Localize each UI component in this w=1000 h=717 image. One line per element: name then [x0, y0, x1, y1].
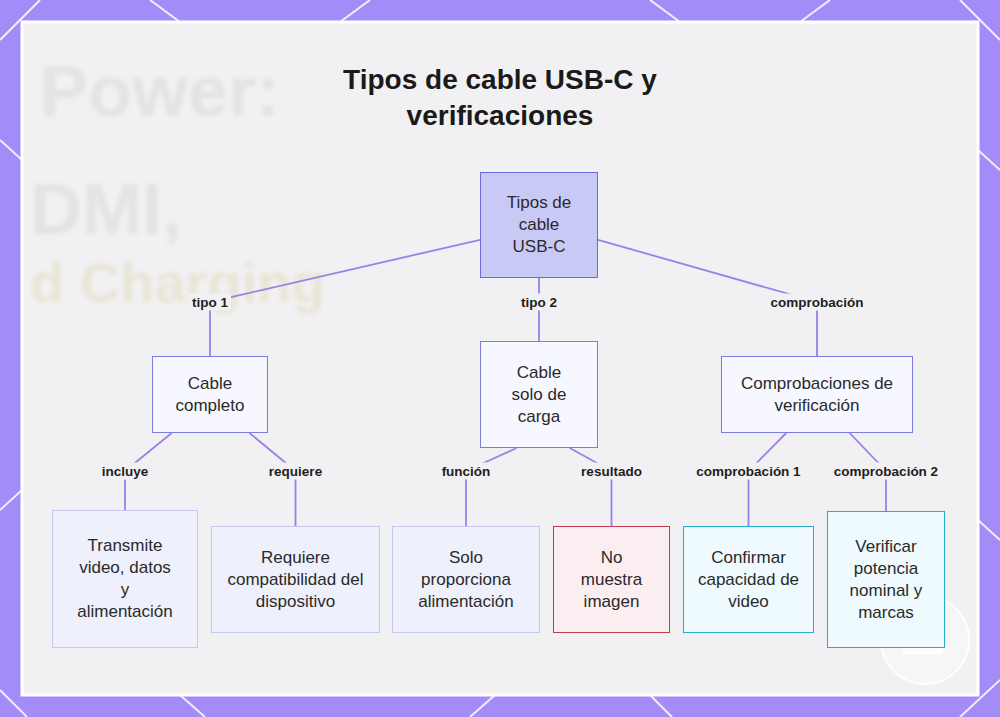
box-text: Verificar potencia nominal y marcas: [843, 536, 929, 624]
concept-box: Confirmar capacidad de video: [683, 526, 814, 633]
concept-box: Tipos de cable USB-C: [480, 172, 598, 278]
text-group: Requiere compatibilidad del dispositivo: [223, 547, 368, 613]
concept-box: Verificar potencia nominal y marcas: [827, 511, 945, 648]
connector-line: [210, 240, 480, 356]
edge-label: requiere: [266, 463, 325, 480]
concept-box: Solo proporciona alimentación: [392, 526, 540, 633]
connector-line: [570, 448, 612, 526]
text-group: Verificar potencia nominal y marcas: [843, 536, 929, 624]
box-text: Solo proporciona alimentación: [411, 547, 521, 613]
concept-box: Comprobaciones de verificación: [721, 356, 913, 433]
edge-label: resultado: [578, 463, 645, 480]
watermark-text: d Charging: [30, 250, 326, 315]
text-group: Confirmar capacidad de video: [697, 547, 801, 613]
edge-label: comprobación: [767, 294, 866, 311]
edge-label: comprobación 2: [831, 463, 941, 480]
edge-label: incluye: [99, 463, 152, 480]
concept-box: No muestra imagen: [553, 526, 670, 633]
box-text: No muestra imagen: [573, 547, 651, 613]
box-text: Comprobaciones de verificación: [732, 373, 902, 417]
edge-label: comprobación 1: [693, 463, 803, 480]
box-text: Cable solo de carga: [501, 362, 577, 428]
concept-box: Transmite video, datos y alimentación: [52, 510, 198, 648]
text-group: Solo proporciona alimentación: [411, 547, 521, 613]
box-text: Transmite video, datos y alimentación: [73, 535, 177, 623]
concept-box: Cable solo de carga: [480, 341, 598, 448]
watermark-text: DMI,: [30, 168, 182, 250]
text-group: Comprobaciones de verificación: [732, 373, 902, 417]
box-text: Cable completo: [168, 373, 252, 417]
box-text: Tipos de cable USB-C: [497, 192, 581, 258]
box-text: Confirmar capacidad de video: [697, 547, 801, 613]
box-text: Requiere compatibilidad del dispositivo: [223, 547, 368, 613]
edge-label: tipo 2: [518, 294, 560, 311]
diagram-title: Tipos de cable USB-C y verificaciones: [250, 62, 750, 134]
edge-label: función: [439, 463, 494, 480]
connector-line: [749, 433, 787, 526]
text-group: Cable solo de carga: [501, 362, 577, 428]
connector-line: [466, 448, 517, 526]
concept-box: Cable completo: [152, 356, 268, 433]
text-group: Tipos de cable USB-C: [497, 192, 581, 258]
watermark-text: Power:: [40, 50, 280, 132]
text-group: No muestra imagen: [573, 547, 651, 613]
concept-box: Requiere compatibilidad del dispositivo: [211, 526, 380, 633]
connector-line: [249, 433, 295, 526]
text-group: Cable completo: [168, 373, 252, 417]
edge-label: tipo 1: [189, 294, 231, 311]
text-group: Transmite video, datos y alimentación: [73, 535, 177, 623]
